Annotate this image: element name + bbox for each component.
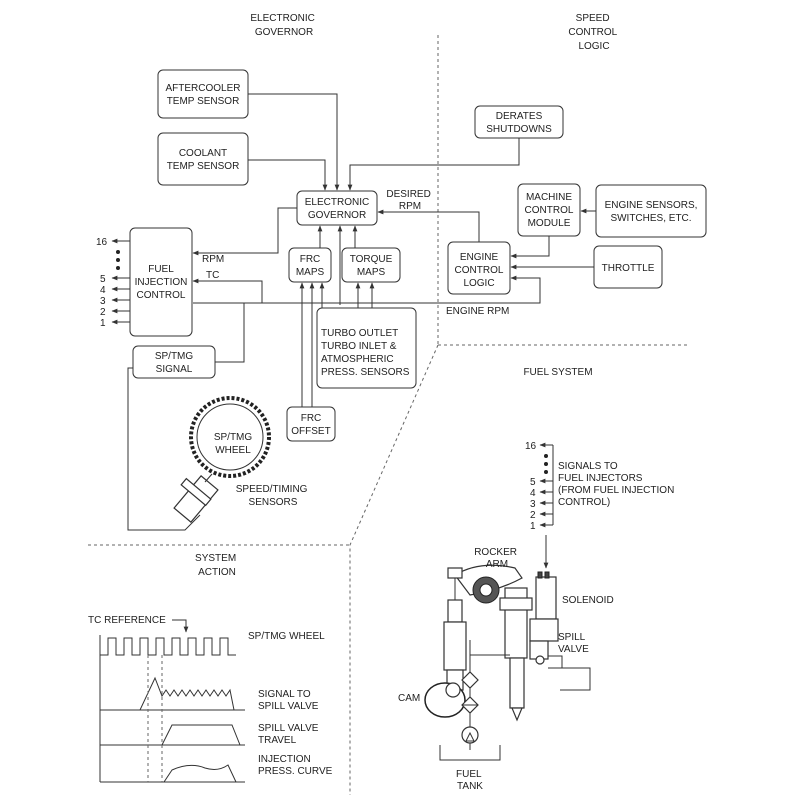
svg-text:3: 3 xyxy=(100,296,106,307)
svg-text:1: 1 xyxy=(100,318,106,329)
svg-text:5: 5 xyxy=(530,477,536,488)
injection-press-curve-label: INJECTION PRESS. CURVE xyxy=(258,754,333,777)
signals-to-injectors-note: SIGNALS TO FUEL INJECTORS (FROM FUEL INJ… xyxy=(558,461,677,508)
tc-reference-label: TC REFERENCE xyxy=(88,615,166,626)
svg-text:5: 5 xyxy=(100,274,106,285)
svg-text:16: 16 xyxy=(525,441,537,452)
spill-valve-label: SPILL VALVE xyxy=(558,632,589,655)
svg-text:2: 2 xyxy=(530,510,536,521)
section-title-electronic-governor: ELECTRONIC GOVERNOR xyxy=(250,13,317,38)
desired-rpm-label: DESIRED RPM xyxy=(386,189,433,212)
engine-sensors-box: ENGINE SENSORS,SWITCHES, ETC. xyxy=(595,184,707,238)
tc-label: TC xyxy=(206,270,219,281)
speed-timing-sensors-label: SPEED/TIMING SENSORS xyxy=(236,484,310,508)
solenoid-label: SOLENOID xyxy=(562,595,614,606)
engine-rpm-label: ENGINE RPM xyxy=(446,306,509,317)
spill-valve-travel-label: SPILL VALVE TRAVEL xyxy=(258,723,321,746)
svg-text:ENGINE SENSORS,SWITCHES, ETC.: ENGINE SENSORS,SWITCHES, ETC. xyxy=(605,200,698,224)
section-dividers xyxy=(88,35,690,795)
timing-diagram: TC REFERENCE xyxy=(88,615,245,783)
svg-text:2: 2 xyxy=(100,307,106,318)
cam-label: CAM xyxy=(398,693,420,704)
signal-to-spill-valve-label: SIGNAL TO SPILL VALVE xyxy=(258,689,319,712)
signal-connectors xyxy=(127,93,596,531)
speed-timing-sensor-icon xyxy=(173,473,219,524)
svg-text:4: 4 xyxy=(530,488,536,499)
section-title-speed-control-logic: SPEED CONTROL LOGIC xyxy=(568,13,619,52)
svg-text:4: 4 xyxy=(100,285,106,296)
svg-text:3: 3 xyxy=(530,499,536,510)
injector-outputs: 16 5 4 3 2 1 xyxy=(96,237,130,329)
section-title-system-action: SYSTEM ACTION xyxy=(195,553,239,578)
sp-tmg-wheel-trace-label: SP/TMG WHEEL xyxy=(248,631,325,642)
svg-text:THROTTLE: THROTTLE xyxy=(602,263,655,274)
unit-injector-icon xyxy=(424,564,591,761)
rpm-label: RPM xyxy=(202,254,224,265)
svg-text:16: 16 xyxy=(96,237,108,248)
svg-text:1: 1 xyxy=(530,521,536,532)
injector-signal-list: 16 5 4 3 2 1 xyxy=(525,441,554,569)
section-title-fuel-system: FUEL SYSTEM xyxy=(523,367,592,378)
fuel-tank-label: FUEL TANK xyxy=(456,769,484,792)
throttle-box: THROTTLE xyxy=(593,245,663,289)
rocker-arm-label: ROCKER ARM xyxy=(474,547,520,570)
